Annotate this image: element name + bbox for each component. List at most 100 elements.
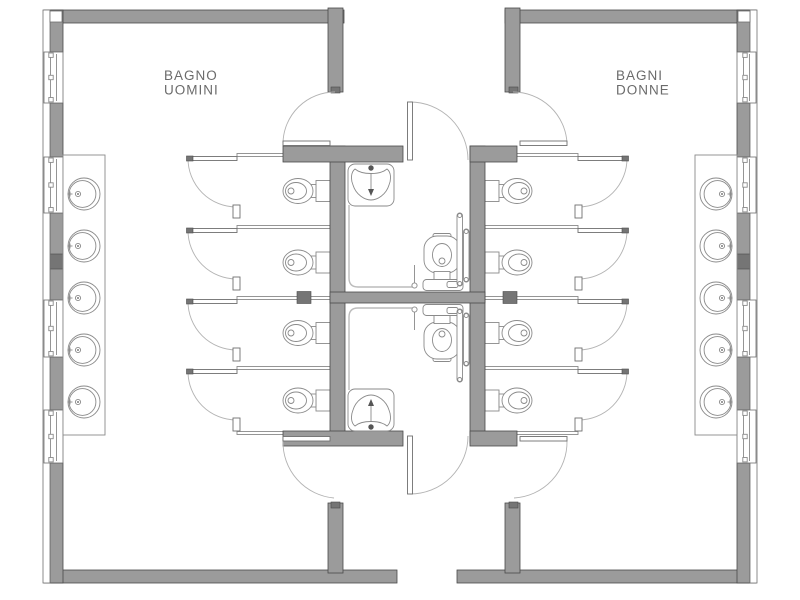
toilet-drain xyxy=(287,187,295,195)
stall-door-swing xyxy=(187,301,237,351)
window-mullion-tick xyxy=(742,410,748,416)
toilet-tank xyxy=(315,322,331,344)
bottom-wall-left xyxy=(43,569,398,584)
window-mullion-tick xyxy=(742,182,748,188)
sink-drain-dot xyxy=(721,297,723,299)
accessible-wc-bottom xyxy=(347,304,470,432)
stall-door-jamb xyxy=(574,347,583,362)
window-mullion-tick xyxy=(48,157,54,163)
window-mullion-tick xyxy=(742,52,748,58)
window-casing-right xyxy=(749,9,758,584)
grab-bar xyxy=(463,228,470,283)
support-pole-base xyxy=(411,306,418,313)
sinks xyxy=(67,177,733,419)
door-swing xyxy=(282,440,335,499)
toilet-bowl-inner xyxy=(508,182,530,200)
toilet-drain xyxy=(287,329,295,337)
sink-drain-dot xyxy=(77,349,79,351)
toilet-drain xyxy=(438,330,446,338)
sink-basin xyxy=(68,284,97,312)
door-leaf-women-entrance xyxy=(519,140,568,146)
door-swing xyxy=(512,91,568,144)
sink xyxy=(67,229,101,263)
toilet-stall xyxy=(186,227,331,291)
sink-drain-dot xyxy=(77,401,79,403)
grab-bar-mount xyxy=(457,213,463,218)
stall-partition xyxy=(484,366,579,370)
accessible-toilet xyxy=(422,233,464,291)
stall-door-cap xyxy=(186,368,194,375)
stall-door-cap xyxy=(186,298,194,305)
toilet xyxy=(484,249,533,276)
toilet xyxy=(282,320,331,346)
toilet-drain xyxy=(287,397,295,404)
stalls-women xyxy=(484,153,629,435)
stall-door-swing xyxy=(578,230,628,280)
stall-door-cap xyxy=(621,227,629,234)
toilet-bowl-inner xyxy=(508,391,530,410)
toilet-stall xyxy=(186,155,331,219)
grab-bar-mount xyxy=(463,229,469,234)
window-mullion-tick xyxy=(48,207,54,213)
core-divider-wall xyxy=(329,291,486,304)
handrail xyxy=(348,205,412,288)
outer-walls xyxy=(42,7,758,584)
support-pole xyxy=(411,265,418,289)
window xyxy=(43,299,64,358)
toilet-drain xyxy=(520,329,528,337)
core-left-wall xyxy=(329,145,346,438)
wall-joint xyxy=(49,10,63,23)
handrail xyxy=(348,307,412,390)
door-leaf-women-entrance-bottom xyxy=(519,436,568,442)
windows xyxy=(43,51,757,464)
toilet-bowl-inner xyxy=(285,324,307,342)
stall-door-leaf xyxy=(187,299,238,304)
sink-basin xyxy=(68,336,97,364)
partition-pier xyxy=(296,291,312,304)
sink-basin xyxy=(703,232,732,260)
sink-drain-dot xyxy=(77,245,79,247)
grab-bar xyxy=(456,212,463,287)
stall-partition xyxy=(236,296,331,300)
window xyxy=(736,156,757,214)
sinks-men xyxy=(67,177,101,419)
grab-bar-mount xyxy=(457,309,463,314)
support-pole-base xyxy=(411,282,418,289)
toilet-tank xyxy=(484,251,500,274)
accessible-toilet xyxy=(422,304,464,362)
urinal xyxy=(347,163,395,207)
bottom-wall-right xyxy=(456,569,757,584)
stall-door-swing xyxy=(578,371,628,421)
stall-door-jamb xyxy=(574,417,583,432)
sink xyxy=(67,177,101,211)
toilet-tank xyxy=(315,251,331,274)
toilet-stall xyxy=(484,298,629,362)
door-swing xyxy=(409,435,469,495)
sink-basin xyxy=(68,180,97,208)
grab-bar xyxy=(463,312,470,367)
door-swing xyxy=(409,101,469,161)
door-leaf-accessible-bottom xyxy=(407,435,413,495)
window-mullion-tick xyxy=(48,457,54,463)
sink xyxy=(67,333,101,367)
toilet-drain xyxy=(520,259,528,266)
toilet-bowl-inner xyxy=(285,391,307,410)
stall-door-leaf xyxy=(577,369,628,374)
toilet-drain xyxy=(438,257,446,265)
grab-bar xyxy=(456,308,463,383)
toilet-tank xyxy=(315,389,331,412)
sink-drain-dot xyxy=(721,245,723,247)
toilet-base-detail xyxy=(446,307,459,314)
left-wall-segment xyxy=(49,356,64,411)
core-top-wall-left xyxy=(282,145,404,163)
window xyxy=(43,156,64,214)
left-wall-segment xyxy=(49,462,64,584)
window-mullion-tick xyxy=(742,433,748,440)
urinal-basin xyxy=(351,168,391,201)
accessible-wc-top xyxy=(347,163,470,291)
sink-basin xyxy=(68,232,97,260)
entrance-doors xyxy=(282,91,568,499)
window-mullion-tick xyxy=(742,351,748,357)
sink xyxy=(699,333,733,367)
